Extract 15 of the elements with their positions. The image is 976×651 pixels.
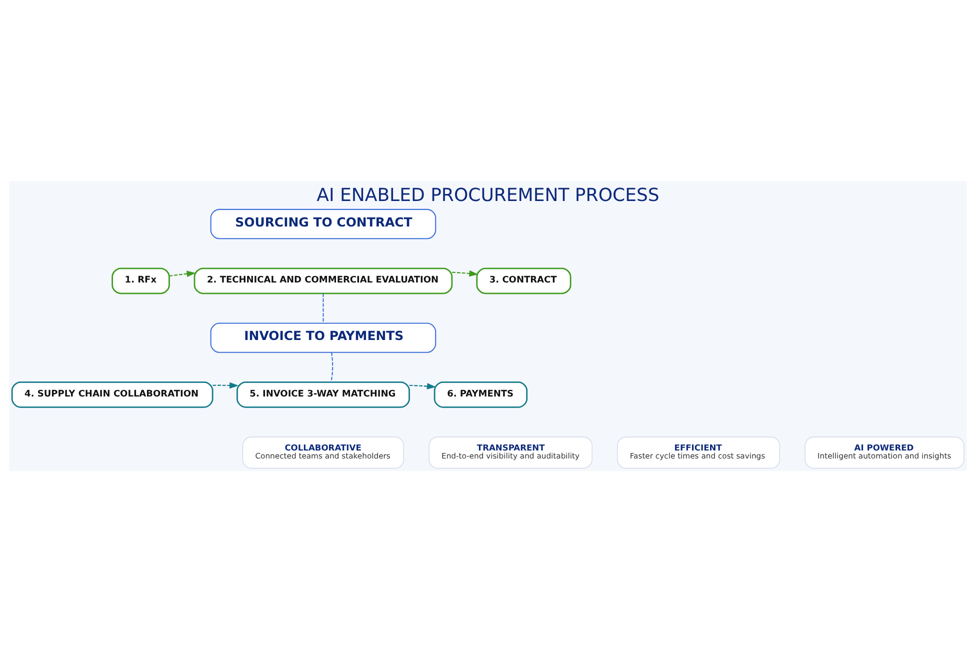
node-box: SOURCING TO CONTRACT [210, 208, 436, 239]
arrow [409, 382, 436, 389]
diagram-title: AI ENABLED PROCUREMENT PROCESS [316, 184, 660, 206]
arrow [212, 382, 239, 388]
node-box: 4. SUPPLY CHAIN COLLABORATION [11, 381, 214, 408]
connector [322, 293, 324, 323]
arrow [169, 270, 196, 276]
node-box: 2. TECHNICAL AND COMMERCIAL EVALUATION [194, 267, 453, 294]
node-box: 6. PAYMENTS [434, 381, 528, 408]
connector [330, 352, 334, 382]
node-box: 5. INVOICE 3-WAY MATCHING [236, 381, 410, 408]
node-box: 3. CONTRACT [476, 267, 572, 294]
arrow [452, 270, 478, 276]
node-box: 1. RFx [112, 267, 170, 294]
node-box: INVOICE TO PAYMENTS [210, 322, 436, 352]
